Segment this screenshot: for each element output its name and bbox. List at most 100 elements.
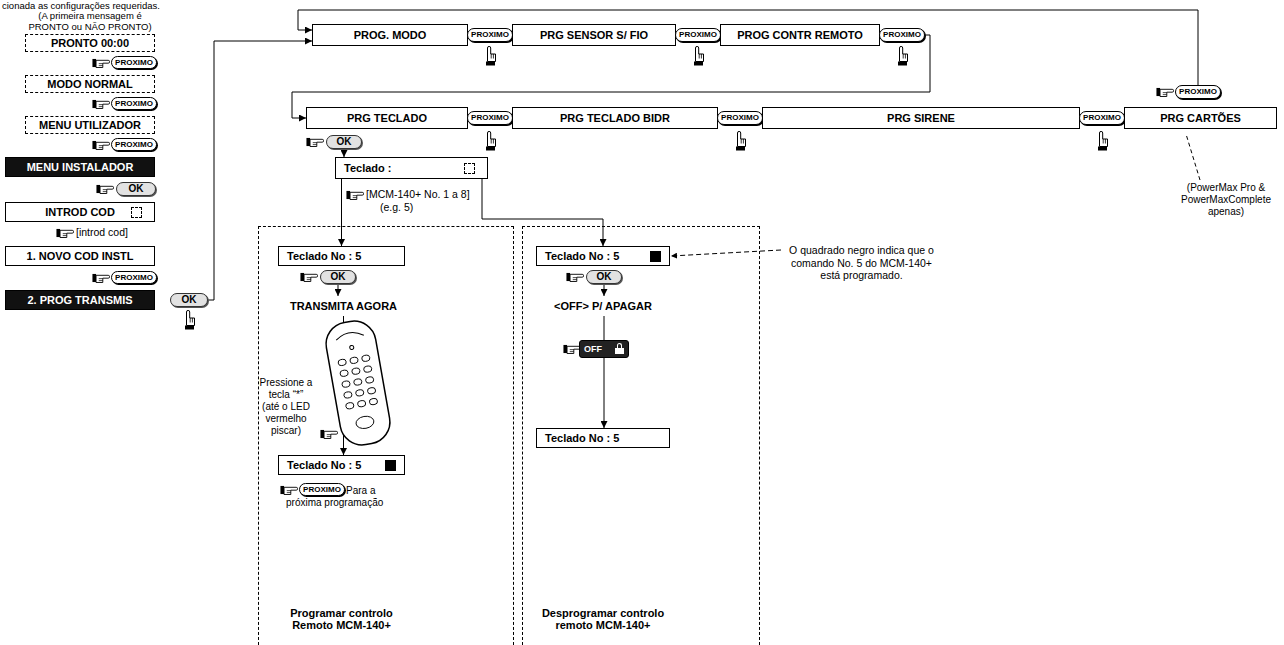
note-text: Pressione a tecla “*” (até o LED vermelh… [260, 377, 313, 436]
remote-key [365, 376, 374, 383]
highlighted-menu-box: MENU INSTALADOR [5, 157, 155, 177]
note-text-box: (e.g. 5) [380, 201, 440, 214]
node-text: MENU INSTALADOR [27, 161, 134, 174]
node-text: PRG SIRENE [887, 112, 955, 125]
note-text-box: Pressione a tecla “*” (até o LED vermelh… [259, 377, 313, 437]
highlighted-menu-box: 2. PROG TRANSMIS [5, 290, 155, 310]
remote-key [351, 368, 360, 375]
pointing-hand [96, 185, 113, 194]
remote-body [323, 318, 394, 449]
menu-box: 1. NOVO COD INSTL [5, 246, 155, 266]
proximo-button: PROXIMO [111, 56, 157, 69]
remote-key [361, 355, 370, 362]
proximo-button: PROXIMO [299, 483, 345, 496]
remote-key [343, 391, 352, 398]
pointing-hand [486, 46, 496, 65]
note-text: O quadrado negro indica que o comando No… [789, 244, 934, 281]
menu-box: PRG CARTÕES [1124, 107, 1277, 129]
node-text: OK [597, 271, 612, 283]
node-text: PRONTO 00:00 [51, 37, 129, 50]
flow-connector [604, 284, 605, 296]
display-message-box: MODO NORMAL [25, 75, 155, 93]
node-text: 1. NOVO COD INSTL [27, 250, 134, 263]
node-text: PROXIMO [115, 99, 153, 108]
remote-key [357, 400, 366, 407]
pointing-hand [300, 273, 317, 282]
node-text: OK [337, 136, 352, 148]
node-text: PROXIMO [115, 58, 153, 67]
node-text: PROG. MODO [354, 29, 427, 42]
off-button: OFF [579, 340, 629, 358]
remote-control-illustration [323, 318, 394, 449]
display-message-box: PRONTO 00:00 [25, 34, 155, 52]
proximo-button: PROXIMO [467, 111, 513, 125]
procedure-panel: Desprogramar controlo remoto MCM-140+Tec… [522, 226, 760, 645]
note-text-box: [MCM-140+ No. 1 a 8] [366, 188, 506, 201]
flow-connector [298, 10, 1198, 85]
remote-key [345, 402, 354, 409]
node-text: MENU UTILIZADOR [39, 119, 141, 132]
proximo-button: PROXIMO [111, 138, 157, 151]
remote-key [340, 370, 349, 377]
remote-key [338, 359, 347, 366]
node-text: PROXIMO [115, 273, 153, 282]
menu-box: Teclado No : 5 [278, 246, 405, 266]
display-message: TRANSMITA AGORA [282, 296, 405, 316]
node-text: OK [182, 294, 197, 306]
remote-key [353, 378, 362, 385]
pointing-hand [1156, 88, 1173, 97]
pointing-hand [320, 430, 337, 439]
node-text: Teclado No : 5 [545, 250, 619, 263]
remote-keypad [338, 355, 382, 431]
pointing-hand [280, 486, 297, 495]
pointing-hand [92, 274, 109, 283]
flow-connector [482, 179, 603, 246]
menu-box: PRG SENSOR S/ FIO [512, 24, 676, 46]
node-text: PROXIMO [1083, 113, 1121, 122]
proximo-button: PROXIMO [1079, 111, 1125, 125]
programmed-square [650, 251, 661, 262]
node-text: Teclado No : 5 [287, 459, 361, 472]
programmed-square [385, 460, 396, 471]
panel-heading: Programar controlo Remoto MCM-140+ [279, 607, 404, 632]
node-text: PRG CARTÕES [1160, 112, 1241, 125]
menu-box: PRG TECLADO [306, 107, 468, 129]
flow-connector [292, 35, 930, 118]
node-text: PROXIMO [303, 485, 341, 494]
node-text: MODO NORMAL [47, 78, 133, 91]
flow-connector [338, 284, 339, 296]
remote-key [367, 387, 376, 394]
menu-box: Teclado : [335, 157, 488, 179]
note-text: cionada as configurações requeridas. [2, 0, 160, 11]
note-text: (PowerMax Pro & PowerMaxComplete apenas) [1181, 182, 1271, 217]
menu-box: Teclado No : 5 [536, 246, 670, 266]
lock-body [615, 348, 624, 354]
entry-cursor-square [464, 163, 475, 174]
remote-key [355, 415, 375, 430]
node-text: Teclado : [344, 162, 391, 175]
ok-button: OK [586, 270, 622, 284]
pointing-hand [736, 131, 746, 150]
proximo-button: PROXIMO [717, 111, 763, 125]
menu-box: PRG TECLADO BIDR [512, 107, 718, 129]
remote-key [350, 357, 359, 364]
node-text: Teclado No : 5 [545, 432, 619, 445]
menu-box: Teclado No : 5 [278, 455, 405, 475]
node-text: OK [331, 271, 346, 283]
node-text: PROXIMO [721, 113, 759, 122]
pointing-hand [486, 131, 496, 150]
menu-box: PROG. MODO [312, 24, 468, 46]
note-text-box: (PowerMax Pro & PowerMaxComplete apenas) [1176, 182, 1276, 218]
note-text-box: O quadrado negro indica que o comando No… [784, 244, 939, 282]
flow-connector [341, 179, 342, 246]
callout-leader [671, 250, 781, 256]
node-text: PRG TECLADO [347, 112, 427, 125]
node-text: OFF [584, 344, 602, 354]
pointing-hand [92, 100, 109, 109]
pointing-hand [56, 229, 73, 238]
pointing-hand [346, 191, 363, 200]
node-text: PRG SENSOR S/ FIO [540, 29, 648, 42]
node-text: PROG CONTR REMOTO [737, 29, 863, 42]
proximo-button: PROXIMO [111, 97, 157, 110]
display-message: <OFF> P/ APAGAR [536, 296, 670, 316]
